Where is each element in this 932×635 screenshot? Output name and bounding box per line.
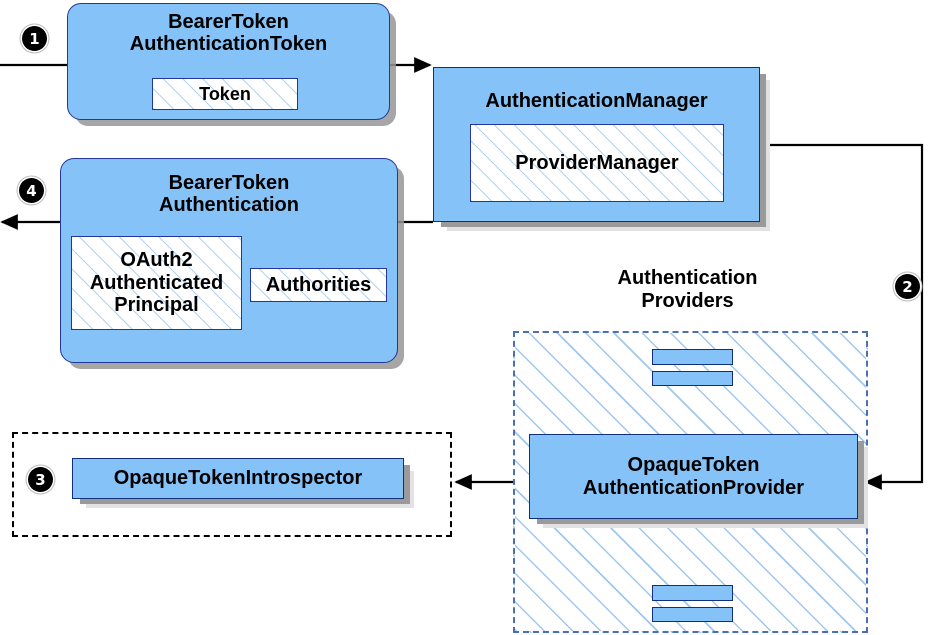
oauth2-principal-line1: OAuth2	[120, 249, 193, 272]
bearer-token-authentication-line2: Authentication	[159, 194, 299, 217]
node-token-label: Token	[199, 83, 251, 104]
step-marker-1: 1	[22, 26, 47, 51]
bearer-token-auth-token-line2: AuthenticationToken	[129, 33, 328, 56]
authentication-providers-title-line2: Providers	[641, 290, 734, 312]
node-bearer-token-authentication-token-label: BearerToken AuthenticationToken	[68, 11, 389, 56]
node-provider-manager[interactable]: ProviderManager	[470, 124, 724, 202]
oauth2-principal-line3: Principal	[114, 294, 199, 317]
authentication-providers-title: Authentication Providers	[560, 267, 815, 313]
node-bearer-token-authentication-label: BearerToken Authentication	[61, 172, 397, 217]
node-token[interactable]: Token	[152, 78, 298, 110]
provider-stack-bar-bottom-2	[652, 607, 733, 622]
node-opaque-token-introspector[interactable]: OpaqueTokenIntrospector	[72, 458, 404, 499]
node-oauth2-authenticated-principal-label: OAuth2 Authenticated Principal	[90, 249, 223, 316]
node-opaque-token-introspector-label: OpaqueTokenIntrospector	[113, 467, 363, 490]
provider-stack-bar-top-2	[652, 371, 733, 386]
node-authorities[interactable]: Authorities	[250, 268, 387, 302]
node-bearer-token-authentication-token[interactable]: BearerToken AuthenticationToken	[67, 3, 390, 120]
opaque-token-auth-provider-line1: OpaqueToken	[627, 454, 760, 477]
node-provider-manager-label: ProviderManager	[515, 151, 679, 174]
node-opaque-token-authentication-provider[interactable]: OpaqueToken AuthenticationProvider	[529, 434, 858, 519]
bearer-token-authentication-line1: BearerToken	[168, 172, 290, 194]
provider-stack-bar-top-1	[652, 349, 733, 365]
node-opaque-token-authentication-provider-label: OpaqueToken AuthenticationProvider	[583, 454, 804, 499]
step-marker-4: 4	[19, 178, 44, 203]
introspector-group	[12, 432, 452, 537]
opaque-token-auth-provider-line2: AuthenticationProvider	[582, 476, 805, 499]
node-authentication-manager-label: AuthenticationManager	[485, 90, 708, 112]
node-oauth2-authenticated-principal[interactable]: OAuth2 Authenticated Principal	[71, 236, 242, 330]
authentication-providers-title-line1: Authentication	[617, 267, 758, 289]
step-marker-3: 3	[28, 467, 53, 492]
bearer-token-auth-token-line1: BearerToken	[168, 11, 289, 33]
oauth2-principal-line2: Authenticated	[89, 271, 224, 294]
step-marker-2: 2	[895, 274, 920, 299]
node-authorities-label: Authorities	[265, 273, 372, 296]
provider-stack-bar-bottom-1	[652, 585, 733, 601]
